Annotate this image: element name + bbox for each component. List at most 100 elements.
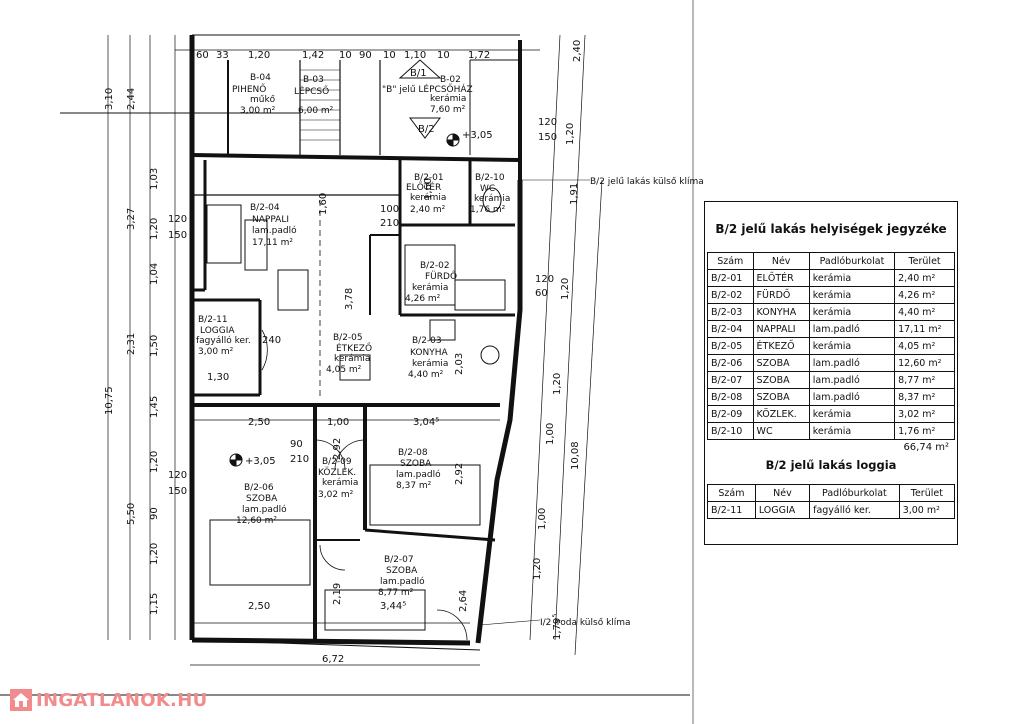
dim-left-mid-2: 2,31 [126,333,137,355]
dim-interior-1: 1,60 [318,193,329,215]
room-b202-area: 4,26 m² [405,294,441,304]
table-header-row: Szám Név Padlóburkolat Terület [707,252,955,270]
room-b203-name: KONYHA [410,348,448,358]
loggia-title: B/2 jelű lakás loggia [765,458,897,472]
cell-code: B/2-01 [707,269,754,287]
room-b02-code: B-02 [440,75,461,85]
room-b04-name: PIHENŐ [232,84,266,95]
table-row: B/2-04 NAPPALI lam.padló 17,11 m² [707,320,955,338]
room-b208: B/2-08 SZOBA lam.padló 8,37 m² [396,448,441,491]
dim-top-2: 1,20 [248,50,270,61]
schedule-title: B/2 jelű lakás helyiségek jegyzéke [715,222,947,236]
room-b201-code: B/2-01 [414,173,444,183]
column-header: Terület [894,252,955,270]
dim-interior-5: 2,64 [458,590,469,612]
floor-plan: B/1 B/2 +3,05 +3,05 B-04 PIHENŐ műkő 3,0… [0,0,704,724]
room-b204-name: NAPPALI [252,215,289,225]
dim-top-7: 1,10 [404,50,426,61]
opening-9: 120 [538,117,557,128]
opening-3: 90 [290,439,303,450]
dim-bottom-total: 6,72 [322,654,344,665]
dim-bottom-room-1: 3,44⁵ [380,601,406,612]
dim-left-inner-4: 1,45 [149,396,160,418]
dim-right-inner-5: 1,20 [532,558,543,580]
cell-name: ELŐTÉR [752,269,810,287]
table-row: B/2-09 KÖZLEK. kerámia 3,02 m² [707,405,955,423]
room-b209-name: KÖZLEK. [318,467,356,478]
cell-area: 1,76 m² [894,422,955,440]
cell-floor: lam.padló [808,354,896,372]
dim-top-1: 33 [216,50,229,61]
column-header: Név [752,252,810,270]
dim-right-outer-0: 2,40 [572,40,583,62]
watermark: INGATLANOK.HU [10,686,210,714]
room-b210-name: WC [480,184,495,194]
room-b207-area: 8,77 m² [378,588,414,598]
cell-code: B/2-08 [707,388,754,406]
room-b04-floor: műkő [250,95,276,105]
dim-top-0: 60 [196,50,209,61]
column-header: Padlóburkolat [809,484,900,502]
opening-12: 210 [380,218,399,229]
note-climate-b2: B/2 jelű lakás külső klíma [590,177,704,187]
room-b206: B/2-06 SZOBA lam.padló 12,60 m² [236,483,287,526]
room-b205: B/2-05 ÉTKEZŐ kerámia 4,05 m² [326,333,372,375]
dim-interior-0: 3,78 [344,288,355,310]
column-header: Padlóburkolat [808,252,896,270]
room-schedule: B/2 jelű lakás helyiségek jegyzéke Szám … [704,201,958,545]
room-b202-floor: kerámia [412,283,448,293]
opening-4: 210 [290,454,309,465]
opening-11: 100 [380,204,399,215]
dim-left-mid-1: 3,27 [126,208,137,230]
dim-left-inner-5: 1,20 [149,451,160,473]
room-b02-floor: kerámia [430,94,466,104]
cell-code: B/2-11 [707,501,756,519]
room-b206-area: 12,60 m² [236,516,277,526]
room-b209: B/2-09 KÖZLEK. kerámia 3,02 m² [318,457,358,500]
dim-interior-2: 2,03 [454,353,465,375]
room-b207-name: SZOBA [386,566,418,576]
room-b205-name: ÉTKEZŐ [336,342,372,354]
column-header: Név [754,484,811,502]
dim-interior-7: 1,30 [207,372,229,383]
cell-code: B/2-04 [707,320,754,338]
cell-code: B/2-07 [707,371,754,389]
dim-top-9: 1,72 [468,50,490,61]
dim-interior-8: 1,60 [423,178,434,200]
room-b202: B/2-02 FÜRDŐ kerámia 4,26 m² [405,261,457,304]
cell-name: ÉTKEZŐ [752,337,810,355]
cell-floor: kerámia [808,269,896,287]
dim-interior-6: 2,19 [332,583,343,605]
room-b209-area: 3,02 m² [318,490,354,500]
table-row: B/2-02 FÜRDŐ kerámia 4,26 m² [707,286,955,304]
cell-name: SZOBA [752,371,810,389]
table-row: B/2-10 WC kerámia 1,76 m² [707,422,955,440]
dim-top-6: 10 [383,50,396,61]
cell-area: 2,40 m² [894,269,955,287]
room-b210: B/2-10 WC kerámia 1,76 m² [470,173,510,215]
dim-top-4: 10 [339,50,352,61]
room-b208-floor: lam.padló [396,469,441,480]
room-b211: B/2-11 LOGGIA fagyálló ker. 3,00 m² [196,315,251,357]
table-row: B/2-08 SZOBA lam.padló 8,37 m² [707,388,955,406]
room-b210-code: B/2-10 [475,173,505,183]
room-b202-code: B/2-02 [420,261,450,271]
room-b02-area: 7,60 m² [430,105,466,115]
table-header-row: Szám Név Padlóburkolat Terület [707,484,956,502]
room-b201-floor: kerámia [410,193,446,203]
dim-left-inner-7: 1,20 [149,543,160,565]
room-b211-floor: fagyálló ker. [196,335,251,346]
room-b202-name: FÜRDŐ [425,271,457,282]
cell-floor: kerámia [808,286,896,304]
opening-6: 150 [168,486,187,497]
table-row: B/2-05 ÉTKEZŐ kerámia 4,05 m² [707,337,955,355]
room-b207-code: B/2-07 [384,555,414,565]
room-b201: B/2-01 ELŐTÉR kerámia 2,40 m² [406,173,446,215]
cell-area: 8,37 m² [894,388,955,406]
cell-name: NAPPALI [752,320,810,338]
opening-0: 120 [168,214,187,225]
cell-code: B/2-03 [707,303,754,321]
cell-area: 3,00 m² [898,501,956,519]
room-b211-area: 3,00 m² [198,347,234,357]
cell-floor: fagyálló ker. [809,501,900,519]
